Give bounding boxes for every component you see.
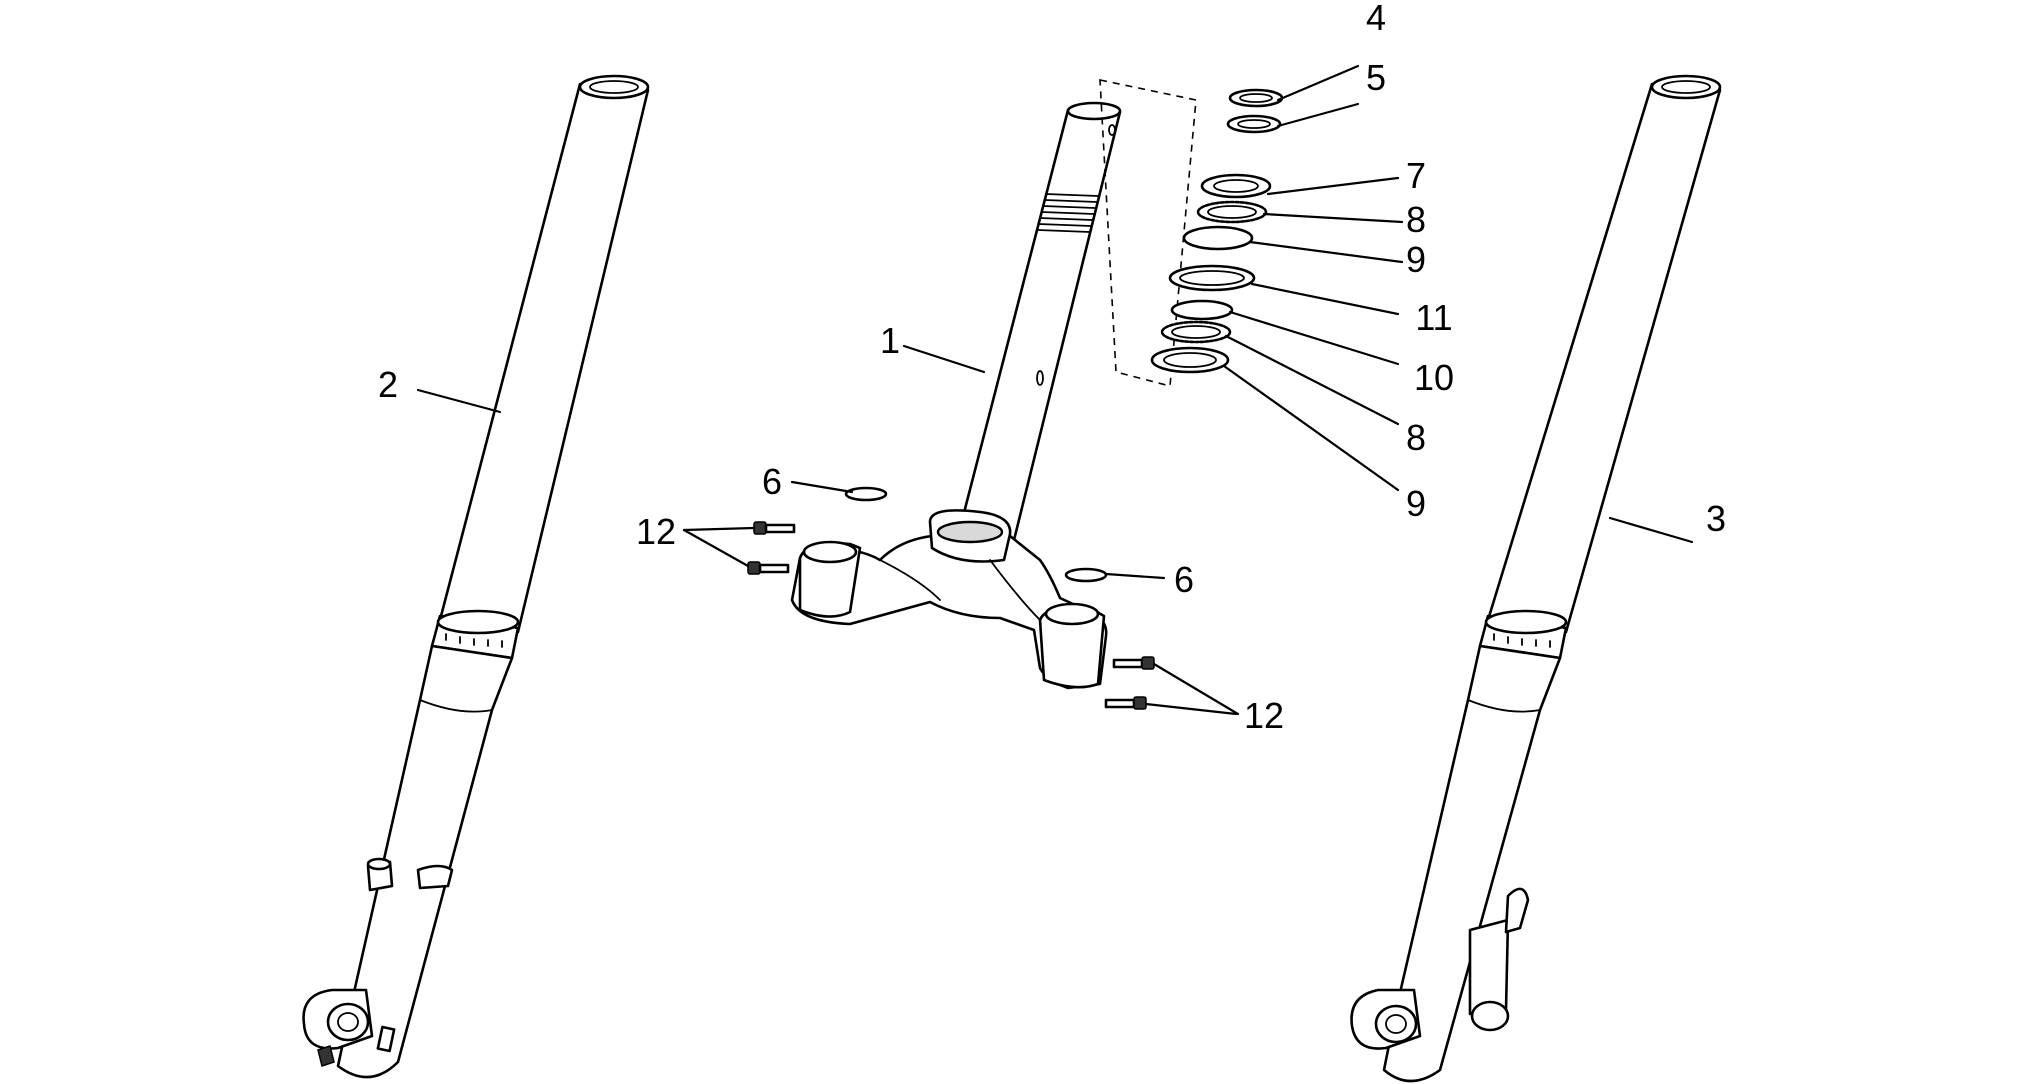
lower-bearing-part [1160, 320, 1232, 344]
screws-left-part [747, 521, 796, 575]
callout-12-right: 12 [1244, 695, 1284, 736]
callout-8-upper: 8 [1406, 199, 1426, 240]
race-part [1170, 299, 1234, 321]
washer-part [1226, 114, 1282, 134]
callout-4: 4 [1366, 0, 1386, 38]
callout-6-left: 6 [762, 461, 782, 502]
bottom-race-part [1150, 346, 1230, 374]
callout-7: 7 [1406, 155, 1426, 196]
steering-stem [790, 101, 1122, 690]
right-fork-leg [1350, 74, 1722, 1083]
upper-race-part [1200, 173, 1272, 199]
bearing-group-outline [1099, 79, 1197, 388]
callout-1: 1 [880, 320, 900, 361]
callout-9-lower: 9 [1406, 483, 1426, 524]
plug-left-part [844, 486, 888, 502]
lower-race-part [1182, 225, 1254, 251]
callout-12-left: 12 [636, 511, 676, 552]
dust-seal-part [1168, 264, 1256, 292]
callout-8-lower: 8 [1406, 417, 1426, 458]
leader-lines [416, 64, 1694, 716]
upper-bearing-part [1196, 200, 1268, 224]
left-fork-leg [302, 74, 650, 1079]
callout-10: 10 [1414, 357, 1454, 398]
callout-5: 5 [1366, 57, 1386, 98]
callout-9-upper: 9 [1406, 239, 1426, 280]
callout-2: 2 [378, 364, 398, 405]
plug-right-part [1064, 567, 1108, 583]
callout-6-right: 6 [1174, 559, 1194, 600]
ring-nut-part [1228, 88, 1284, 108]
callout-11: 11 [1415, 297, 1452, 338]
screws-right-part [1104, 656, 1155, 710]
callout-3: 3 [1706, 498, 1726, 539]
